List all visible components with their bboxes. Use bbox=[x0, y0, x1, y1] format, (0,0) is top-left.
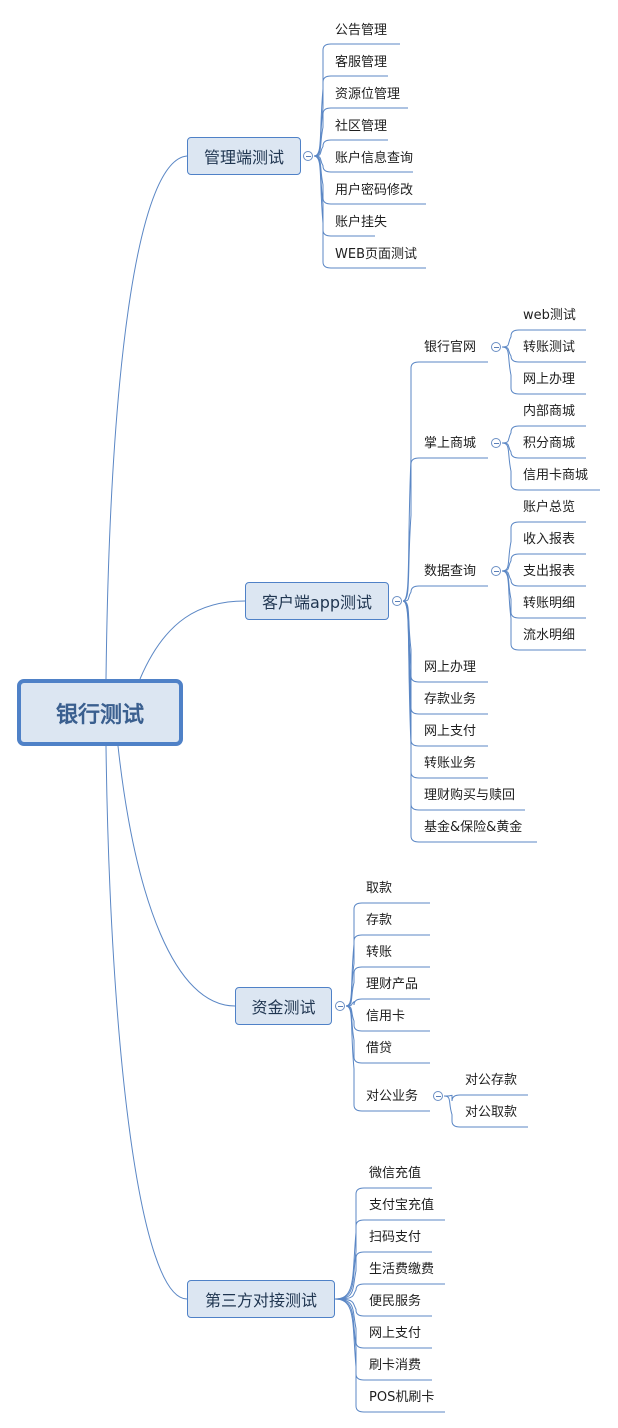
leaf-fund-insurance-gold[interactable]: 基金&保险&黄金 bbox=[424, 820, 523, 835]
leaf-pos-swipe[interactable]: POS机刷卡 bbox=[369, 1390, 435, 1405]
leaf-deposit[interactable]: 存款 bbox=[366, 913, 393, 928]
leaf-credit-card[interactable]: 信用卡 bbox=[366, 1009, 406, 1024]
leaf-online-banking[interactable]: 网上办理 bbox=[424, 660, 477, 675]
funds-edge-6 bbox=[345, 1005, 430, 1112]
data-query-edge-2 bbox=[501, 570, 586, 587]
leaf-password-change[interactable]: 用户密码修改 bbox=[335, 183, 414, 198]
funds-edge-3 bbox=[345, 998, 430, 1007]
leaf-transfer-test[interactable]: 转账测试 bbox=[523, 340, 576, 355]
node-mobile-mall[interactable]: 掌上商城 bbox=[424, 436, 477, 451]
branch-third-party-test[interactable]: 第三方对接测试 bbox=[187, 1280, 335, 1318]
admin-edge-5 bbox=[313, 155, 426, 205]
mobile-mall-edge-0 bbox=[501, 425, 586, 444]
root-to-app-edge bbox=[139, 600, 246, 680]
collapse-icon[interactable] bbox=[303, 151, 313, 161]
app-edge-6 bbox=[402, 600, 488, 779]
admin-edge-1 bbox=[313, 75, 388, 157]
leaf-online-pay[interactable]: 网上支付 bbox=[369, 1326, 422, 1341]
bank-site-edge-0 bbox=[501, 329, 586, 348]
collapse-icon[interactable] bbox=[491, 342, 501, 352]
collapse-icon[interactable] bbox=[392, 596, 402, 606]
admin-edge-2 bbox=[313, 107, 408, 157]
leaf-withdraw[interactable]: 取款 bbox=[366, 881, 393, 896]
thirdparty-edge-3 bbox=[334, 1283, 445, 1300]
node-corporate-business[interactable]: 对公业务 bbox=[366, 1089, 419, 1104]
leaf-wealth-product[interactable]: 理财产品 bbox=[366, 977, 419, 992]
leaf-alipay-topup[interactable]: 支付宝充值 bbox=[369, 1198, 435, 1213]
corporate-edge-0 bbox=[443, 1094, 528, 1102]
admin-edge-3 bbox=[313, 139, 388, 157]
root-to-thirdparty-edge bbox=[105, 745, 188, 1300]
admin-edge-7 bbox=[313, 155, 426, 269]
leaf-deposit-business[interactable]: 存款业务 bbox=[424, 692, 477, 707]
leaf-corporate-withdraw[interactable]: 对公取款 bbox=[465, 1105, 518, 1120]
funds-edge-1 bbox=[345, 934, 430, 1007]
thirdparty-edge-4 bbox=[334, 1298, 432, 1317]
leaf-internal-mall[interactable]: 内部商城 bbox=[523, 404, 576, 419]
node-bank-site[interactable]: 银行官网 bbox=[424, 340, 477, 355]
mobile-mall-edge-2 bbox=[501, 442, 600, 491]
leaf-web-test[interactable]: web测试 bbox=[523, 308, 576, 323]
data-query-edge-0 bbox=[501, 521, 586, 572]
leaf-convenience-service[interactable]: 便民服务 bbox=[369, 1294, 422, 1309]
collapse-icon[interactable] bbox=[433, 1091, 443, 1101]
leaf-account-query[interactable]: 账户信息查询 bbox=[335, 151, 414, 166]
app-edge-1 bbox=[402, 457, 488, 602]
app-edge-8 bbox=[402, 600, 537, 843]
leaf-corporate-deposit[interactable]: 对公存款 bbox=[465, 1073, 518, 1088]
leaf-credit-card-mall[interactable]: 信用卡商城 bbox=[523, 468, 589, 483]
leaf-card-swipe[interactable]: 刷卡消费 bbox=[369, 1358, 422, 1373]
mobile-mall-edge-1 bbox=[501, 442, 586, 459]
data-query-edge-3 bbox=[501, 570, 586, 619]
funds-edge-2 bbox=[345, 966, 430, 1007]
app-edge-2 bbox=[402, 585, 488, 602]
collapse-icon[interactable] bbox=[491, 566, 501, 576]
leaf-service-mgmt[interactable]: 客服管理 bbox=[335, 55, 388, 70]
leaf-account-loss[interactable]: 账户挂失 bbox=[335, 215, 388, 230]
leaf-notice-mgmt[interactable]: 公告管理 bbox=[335, 23, 388, 38]
collapse-icon[interactable] bbox=[335, 1001, 345, 1011]
leaf-income-report[interactable]: 收入报表 bbox=[523, 532, 576, 547]
data-query-edge-1 bbox=[501, 553, 586, 572]
leaf-transfer-business[interactable]: 转账业务 bbox=[424, 756, 477, 771]
leaf-qr-payment[interactable]: 扫码支付 bbox=[369, 1230, 422, 1245]
leaf-transfer[interactable]: 转账 bbox=[366, 945, 393, 960]
leaf-wealth-purchase[interactable]: 理财购买与赎回 bbox=[424, 788, 516, 803]
leaf-online-payment[interactable]: 网上支付 bbox=[424, 724, 477, 739]
node-data-query[interactable]: 数据查询 bbox=[424, 564, 477, 579]
collapse-icon[interactable] bbox=[491, 438, 501, 448]
data-query-edge-4 bbox=[501, 570, 586, 651]
admin-edge-4 bbox=[313, 155, 413, 173]
leaf-points-mall[interactable]: 积分商城 bbox=[523, 436, 576, 451]
thirdparty-edge-1 bbox=[334, 1219, 445, 1300]
root-to-admin-edge bbox=[105, 155, 188, 680]
leaf-community-mgmt[interactable]: 社区管理 bbox=[335, 119, 388, 134]
thirdparty-edge-5 bbox=[334, 1298, 432, 1349]
root-to-funds-edge bbox=[117, 745, 236, 1007]
leaf-account-overview[interactable]: 账户总览 bbox=[523, 500, 576, 515]
leaf-wechat-topup[interactable]: 微信充值 bbox=[369, 1166, 422, 1181]
leaf-web-page-test[interactable]: WEB页面测试 bbox=[335, 247, 417, 262]
thirdparty-edge-7 bbox=[334, 1298, 445, 1413]
bank-site-edge-2 bbox=[501, 346, 586, 395]
corporate-edge-1 bbox=[443, 1095, 528, 1128]
branch-client-app-test[interactable]: 客户端app测试 bbox=[245, 582, 389, 620]
leaf-flow-detail[interactable]: 流水明细 bbox=[523, 628, 576, 643]
funds-edge-5 bbox=[345, 1005, 430, 1064]
bank-site-edge-1 bbox=[501, 346, 586, 363]
leaf-expense-report[interactable]: 支出报表 bbox=[523, 564, 576, 579]
leaf-transfer-detail[interactable]: 转账明细 bbox=[523, 596, 576, 611]
root-node[interactable]: 银行测试 bbox=[17, 679, 183, 746]
leaf-utility-payment[interactable]: 生活费缴费 bbox=[369, 1262, 435, 1277]
leaf-loan[interactable]: 借贷 bbox=[366, 1041, 393, 1056]
branch-funds-test[interactable]: 资金测试 bbox=[235, 987, 332, 1025]
thirdparty-edge-2 bbox=[334, 1251, 432, 1300]
leaf-resource-mgmt[interactable]: 资源位管理 bbox=[335, 87, 401, 102]
leaf-online-handle[interactable]: 网上办理 bbox=[523, 372, 576, 387]
branch-admin-test[interactable]: 管理端测试 bbox=[187, 137, 301, 175]
funds-edge-4 bbox=[345, 1005, 430, 1032]
